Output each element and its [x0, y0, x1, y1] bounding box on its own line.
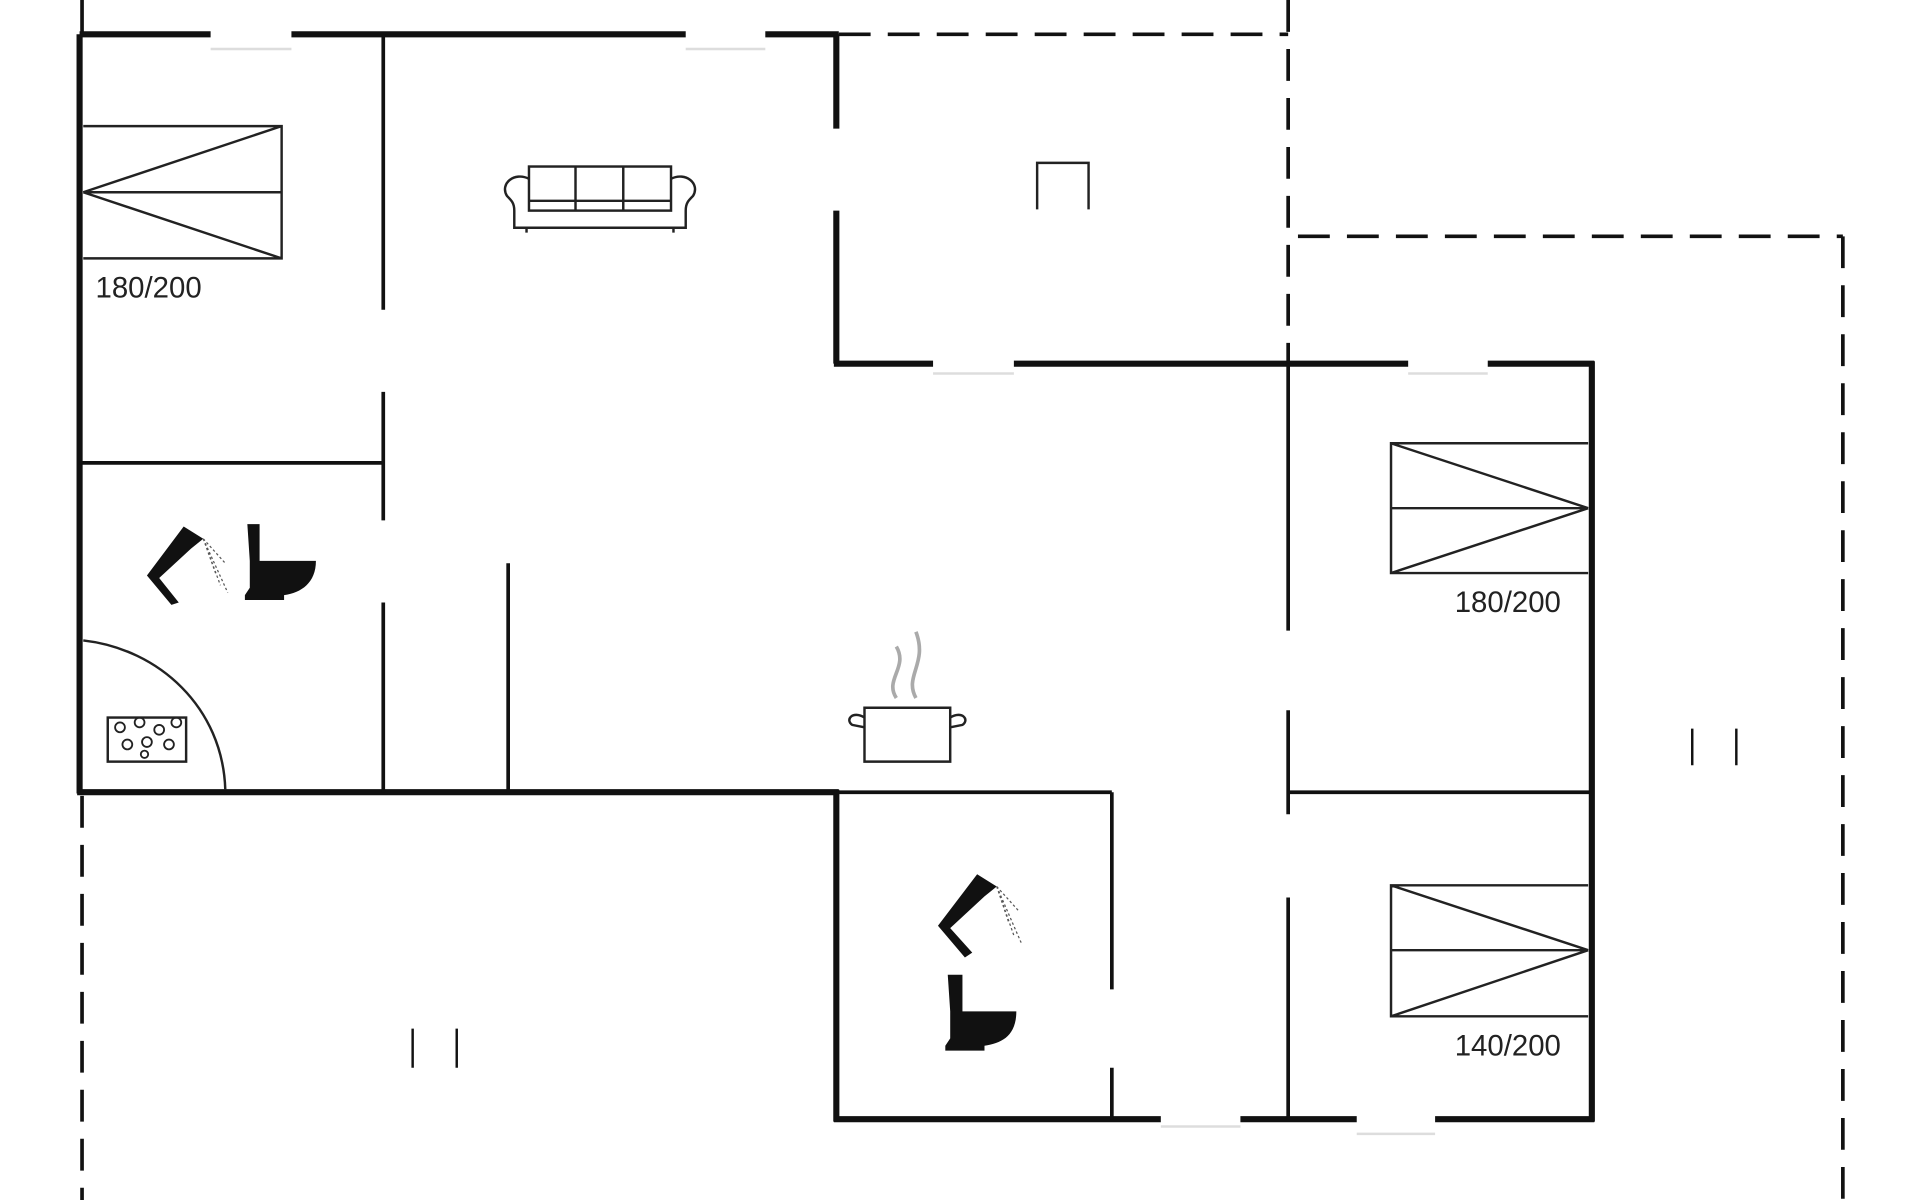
kitchen-pot-icon	[848, 631, 967, 763]
toilet-icon	[945, 974, 1017, 1051]
bed-icon	[1389, 884, 1589, 1018]
exterior-walls	[76, 31, 1595, 1123]
shower-icon	[146, 526, 229, 605]
window-markers	[210, 47, 1488, 1136]
interior-walls	[79, 34, 1590, 1120]
terrace-marker	[411, 728, 1738, 1068]
bed-icon	[82, 124, 283, 260]
fireplace-icon	[1035, 161, 1090, 210]
shower-icon	[937, 874, 1022, 958]
bed-icon	[1389, 442, 1589, 575]
sofa-icon	[503, 165, 697, 233]
toilet-icon	[244, 524, 316, 600]
terrace-outline	[80, 0, 1845, 1200]
sauna-icon	[83, 639, 227, 790]
bed-size-label: 180/200	[1455, 586, 1561, 619]
bed-size-label: 180/200	[96, 272, 202, 305]
bed-size-label: 140/200	[1455, 1030, 1561, 1063]
